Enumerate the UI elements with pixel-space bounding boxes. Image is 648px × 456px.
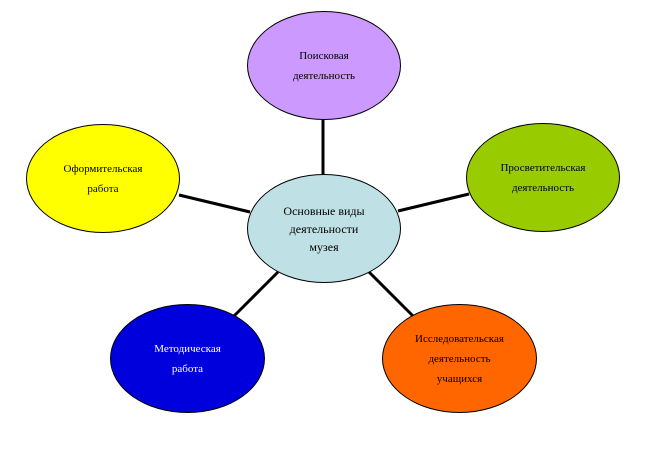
- top-node-label: Поисковая деятельность: [292, 49, 356, 82]
- connector-right: [397, 192, 470, 213]
- right-node: Просветительская деятельность: [466, 123, 620, 232]
- connector-bottom-right: [367, 270, 416, 319]
- left-node: Оформительская работа: [26, 124, 180, 233]
- right-node-label: Просветительская деятельность: [500, 161, 586, 194]
- left-node-label: Оформительская работа: [63, 162, 143, 195]
- bottom-left-node: Методическая работа: [110, 304, 265, 413]
- center-node: Основные виды деятельности музея: [247, 174, 401, 283]
- bottom-right-node-label: Исследовательская деятельность учащихся: [415, 332, 504, 385]
- connector-bottom-left: [231, 270, 280, 319]
- bottom-left-node-label: Методическая работа: [154, 342, 221, 375]
- bottom-right-node: Исследовательская деятельность учащихся: [382, 304, 537, 413]
- center-node-label: Основные виды деятельности музея: [283, 203, 365, 254]
- top-node: Поисковая деятельность: [247, 11, 401, 120]
- connector-left: [178, 193, 251, 214]
